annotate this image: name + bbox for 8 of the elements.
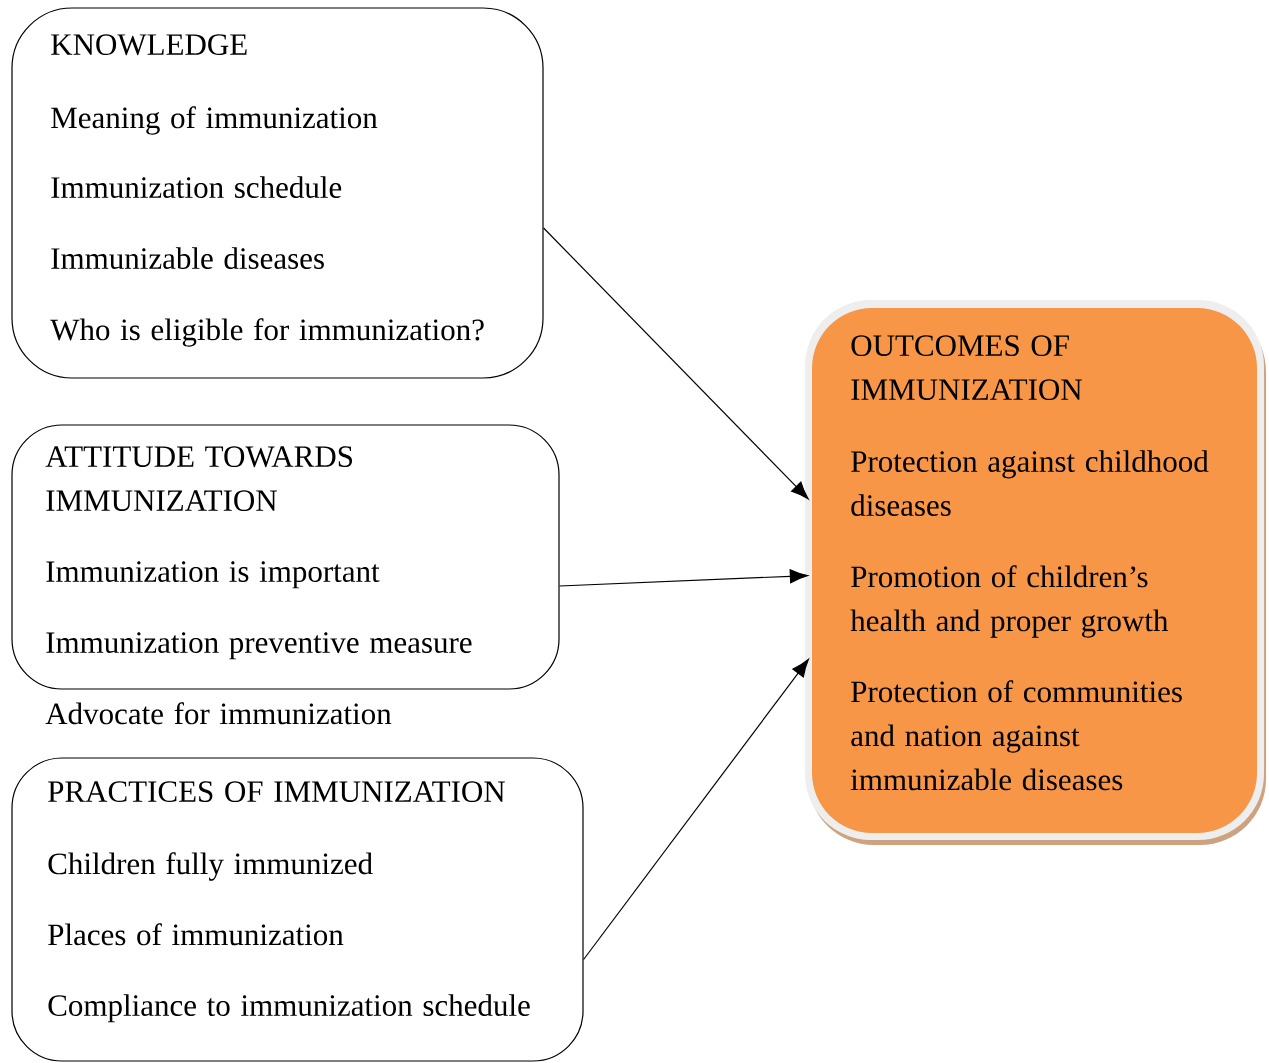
rounded-box: PRACTICES OF IMMUNIZATION Children fully immunized Places of immunization Compliance to immunization schedule bbox=[11, 757, 584, 1062]
rounded-box: ATTITUDE TOWARDS IMMUNIZATION Immunization is important Immunization preventive measure bbox=[11, 424, 560, 690]
rounded-box: KNOWLEDGE Meaning of immunization Immunization schedule Immunizable diseases Who is eligible for immunization? bbox=[11, 7, 544, 379]
arrow bbox=[559, 569, 808, 587]
side-note: Advocate for immunization bbox=[45, 702, 392, 725]
arrow bbox=[583, 658, 809, 961]
arrow bbox=[543, 227, 809, 500]
rounded-box: OUTCOMES OF IMMUNIZATION Protection against childhood diseases Promotion of children’s health and proper growth Protection of communities and nation against immunizable diseases bbox=[805, 300, 1266, 845]
